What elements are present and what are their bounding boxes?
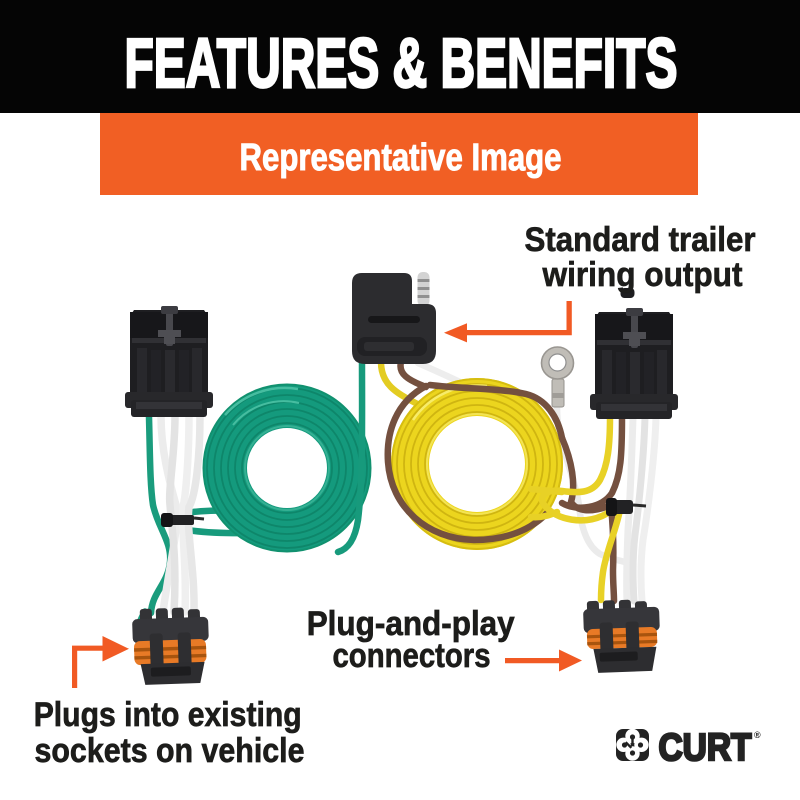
svg-text:Plugs into existing: Plugs into existing: [34, 696, 302, 734]
svg-text:CURT: CURT: [659, 726, 752, 769]
svg-text:connectors: connectors: [333, 637, 491, 675]
svg-text:Representative Image: Representative Image: [240, 137, 562, 179]
svg-text:sockets on vehicle: sockets on vehicle: [35, 732, 305, 770]
svg-text:FEATURES & BENEFITS: FEATURES & BENEFITS: [125, 24, 678, 102]
svg-text:Standard trailer: Standard trailer: [525, 221, 756, 259]
svg-text:wiring output: wiring output: [542, 256, 743, 294]
svg-text:®: ®: [754, 730, 761, 740]
svg-text:Plug-and-play: Plug-and-play: [307, 605, 515, 643]
